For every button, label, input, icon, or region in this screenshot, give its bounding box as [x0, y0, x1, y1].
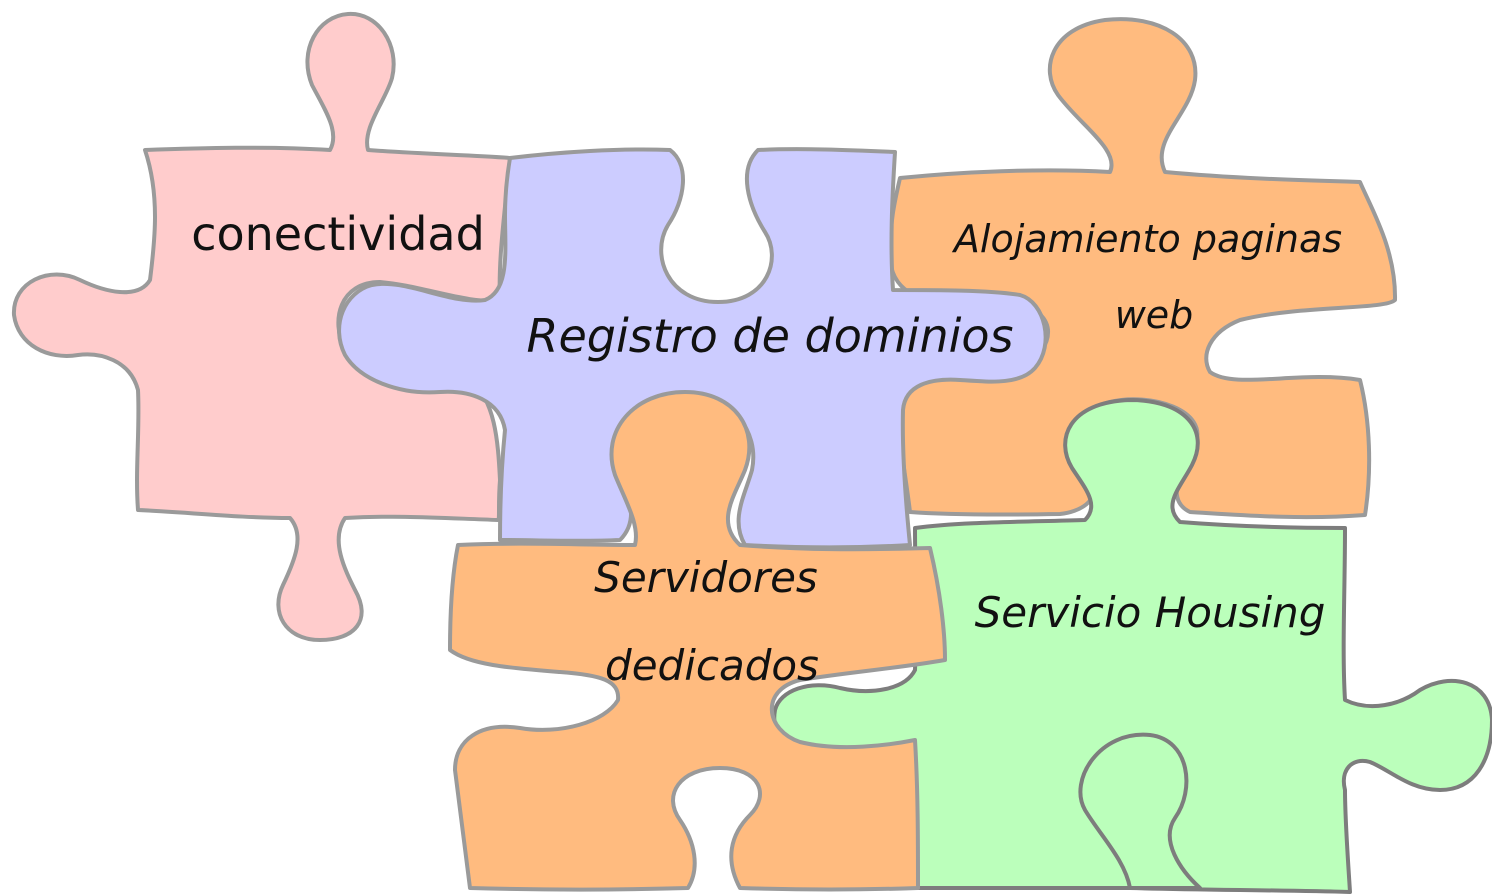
label-alojamiento-line2: web — [1115, 293, 1194, 337]
piece-dedicados — [448, 390, 947, 892]
label-conectividad: conectividad — [191, 207, 485, 261]
label-dedicados-line1: Servidores — [594, 553, 818, 602]
piece-registro — [337, 147, 1048, 550]
piece-dedicados-shape — [448, 390, 947, 892]
label-alojamiento-line1: Alojamiento paginas — [951, 217, 1342, 261]
label-registro: Registro de dominios — [526, 309, 1013, 363]
piece-registro-shape — [337, 147, 1048, 550]
label-housing: Servicio Housing — [975, 588, 1326, 637]
label-dedicados-line2: dedicados — [605, 641, 819, 690]
